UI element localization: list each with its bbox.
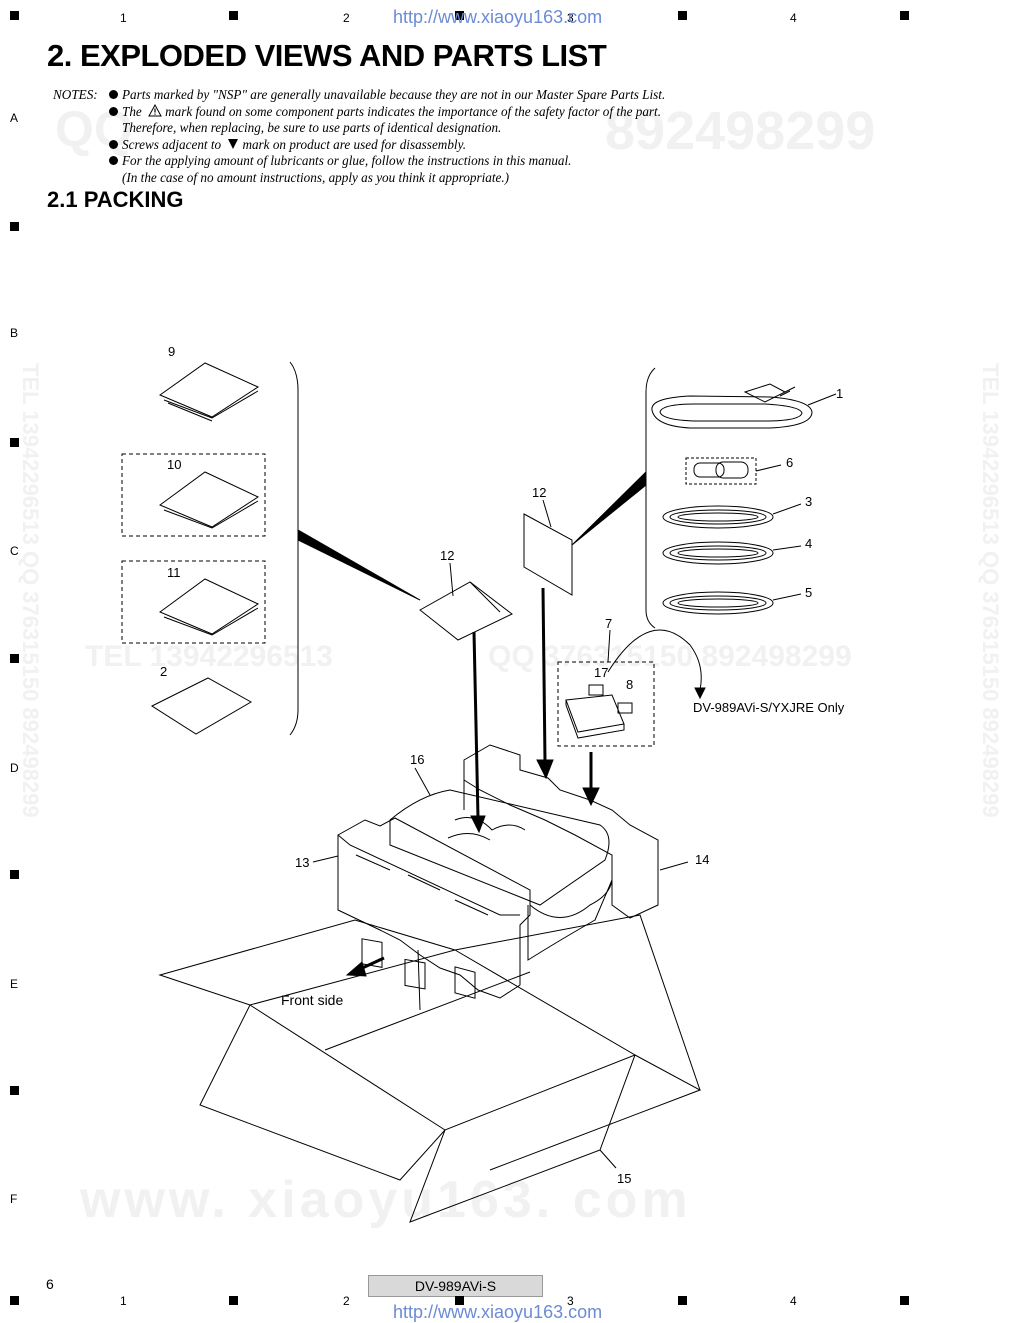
callout-15: 15	[617, 1171, 632, 1186]
sheet-2	[150, 677, 253, 735]
manual-9	[158, 362, 260, 418]
bullet-icon	[109, 156, 118, 166]
note-item: The mark found on some component parts i…	[109, 103, 662, 121]
column-number: 3	[567, 1294, 574, 1308]
registration-mark	[678, 1296, 687, 1305]
note-item: Parts marked by "NSP" are generally unav…	[109, 87, 665, 104]
row-letter: B	[10, 326, 19, 340]
bag-12-right	[523, 513, 573, 596]
note-text: Screws adjacent to	[122, 136, 222, 152]
registration-mark	[455, 11, 464, 20]
power-cord-1	[651, 395, 813, 429]
callout-9: 9	[168, 344, 176, 359]
registration-mark	[10, 870, 19, 879]
registration-mark	[10, 1296, 19, 1305]
column-number: 1	[120, 1294, 127, 1308]
callout-8: 8	[626, 677, 634, 692]
note-item: Screws adjacent to mark on product are u…	[109, 137, 466, 154]
note-text: mark found on some component parts indic…	[165, 103, 662, 119]
registration-mark	[10, 222, 19, 231]
registration-mark	[229, 1296, 238, 1305]
bullet-icon	[109, 106, 118, 116]
callout-12: 12	[440, 548, 455, 563]
page-title: 2. EXPLODED VIEWS AND PARTS LIST	[47, 38, 607, 73]
watermark-bottom: www. xiaoyu163. com	[80, 1171, 692, 1229]
callout-10: 10	[167, 457, 182, 472]
watermark-qq-line: QQ 376315150 892498299	[488, 640, 852, 673]
callout-7: 7	[605, 616, 613, 631]
row-letter: C	[10, 544, 19, 558]
registration-mark	[455, 1296, 464, 1305]
note-text: Therefore, when replacing, be sure to us…	[122, 120, 502, 136]
row-letter: E	[10, 977, 19, 991]
registration-mark	[10, 1086, 19, 1095]
cable-3	[662, 503, 802, 529]
watermark-tel: TEL 13942296513	[85, 640, 333, 673]
column-number: 2	[343, 11, 350, 25]
unit-16	[389, 767, 613, 961]
registration-mark	[10, 438, 19, 447]
carton-15	[158, 914, 702, 1223]
registration-mark	[900, 11, 909, 20]
section-heading: 2.1 PACKING	[47, 187, 184, 212]
cable-5	[662, 591, 802, 615]
callout-14: 14	[695, 852, 710, 867]
callout-11: 11	[167, 565, 181, 580]
column-number: 4	[790, 1294, 797, 1308]
screw-mark-icon	[228, 138, 239, 149]
note-item: Therefore, when replacing, be sure to us…	[122, 120, 501, 137]
callout-16: 16	[410, 752, 425, 767]
registration-mark	[678, 11, 687, 20]
note-text: (In the case of no amount instructions, …	[122, 170, 510, 185]
registration-mark	[10, 654, 19, 663]
note-text: mark on product are used for disassembly…	[242, 136, 466, 152]
header-url[interactable]: http://www.xiaoyu163.com	[393, 7, 603, 27]
cable-4	[662, 541, 802, 565]
watermark-qq-number: 892498299	[605, 101, 876, 161]
bullet-icon	[109, 139, 118, 149]
optional-box-11	[121, 560, 266, 644]
callout-2: 2	[160, 664, 168, 679]
registration-mark	[900, 1296, 909, 1305]
callout-17: 17	[594, 665, 609, 680]
notes-label: NOTES:	[53, 87, 98, 102]
column-number: 1	[120, 11, 127, 25]
callout-13: 13	[295, 855, 310, 870]
callout-4: 4	[805, 536, 813, 551]
front-side-label: Front side	[281, 992, 344, 1008]
bag-12-left	[419, 581, 513, 641]
callout-5: 5	[805, 585, 813, 600]
foam-13	[312, 817, 531, 999]
note-item: (In the case of no amount instructions, …	[122, 170, 509, 187]
footer-model: DV-989AVi-S	[368, 1275, 543, 1297]
model-only-note: DV-989AVi-S/YXJRE Only	[693, 700, 845, 715]
note-text: Parts marked by "NSP" are generally unav…	[122, 87, 666, 102]
registration-mark	[229, 11, 238, 20]
column-number: 4	[790, 11, 797, 25]
note-item: For the applying amount of lubricants or…	[109, 153, 571, 170]
row-letter: F	[10, 1192, 18, 1206]
registration-mark	[10, 11, 19, 20]
callout-1: 1	[836, 386, 844, 401]
column-number: 3	[567, 11, 574, 25]
remote-box-7	[557, 661, 655, 747]
callout-12: 12	[532, 485, 547, 500]
watermark-qq: QQ	[55, 101, 133, 157]
foam-14	[463, 744, 689, 919]
page-number: 6	[46, 1276, 54, 1292]
note-text: The	[122, 103, 142, 119]
note-text: For the applying amount of lubricants or…	[122, 153, 572, 169]
bullet-icon	[109, 90, 118, 99]
row-letter: A	[10, 111, 19, 125]
callout-3: 3	[805, 494, 813, 509]
column-number: 2	[343, 1294, 350, 1308]
warning-triangle-icon	[148, 103, 162, 117]
callout-6: 6	[786, 455, 794, 470]
row-letter: D	[10, 761, 19, 775]
optional-box-10	[121, 453, 266, 537]
footer-url[interactable]: http://www.xiaoyu163.com	[393, 1302, 603, 1322]
